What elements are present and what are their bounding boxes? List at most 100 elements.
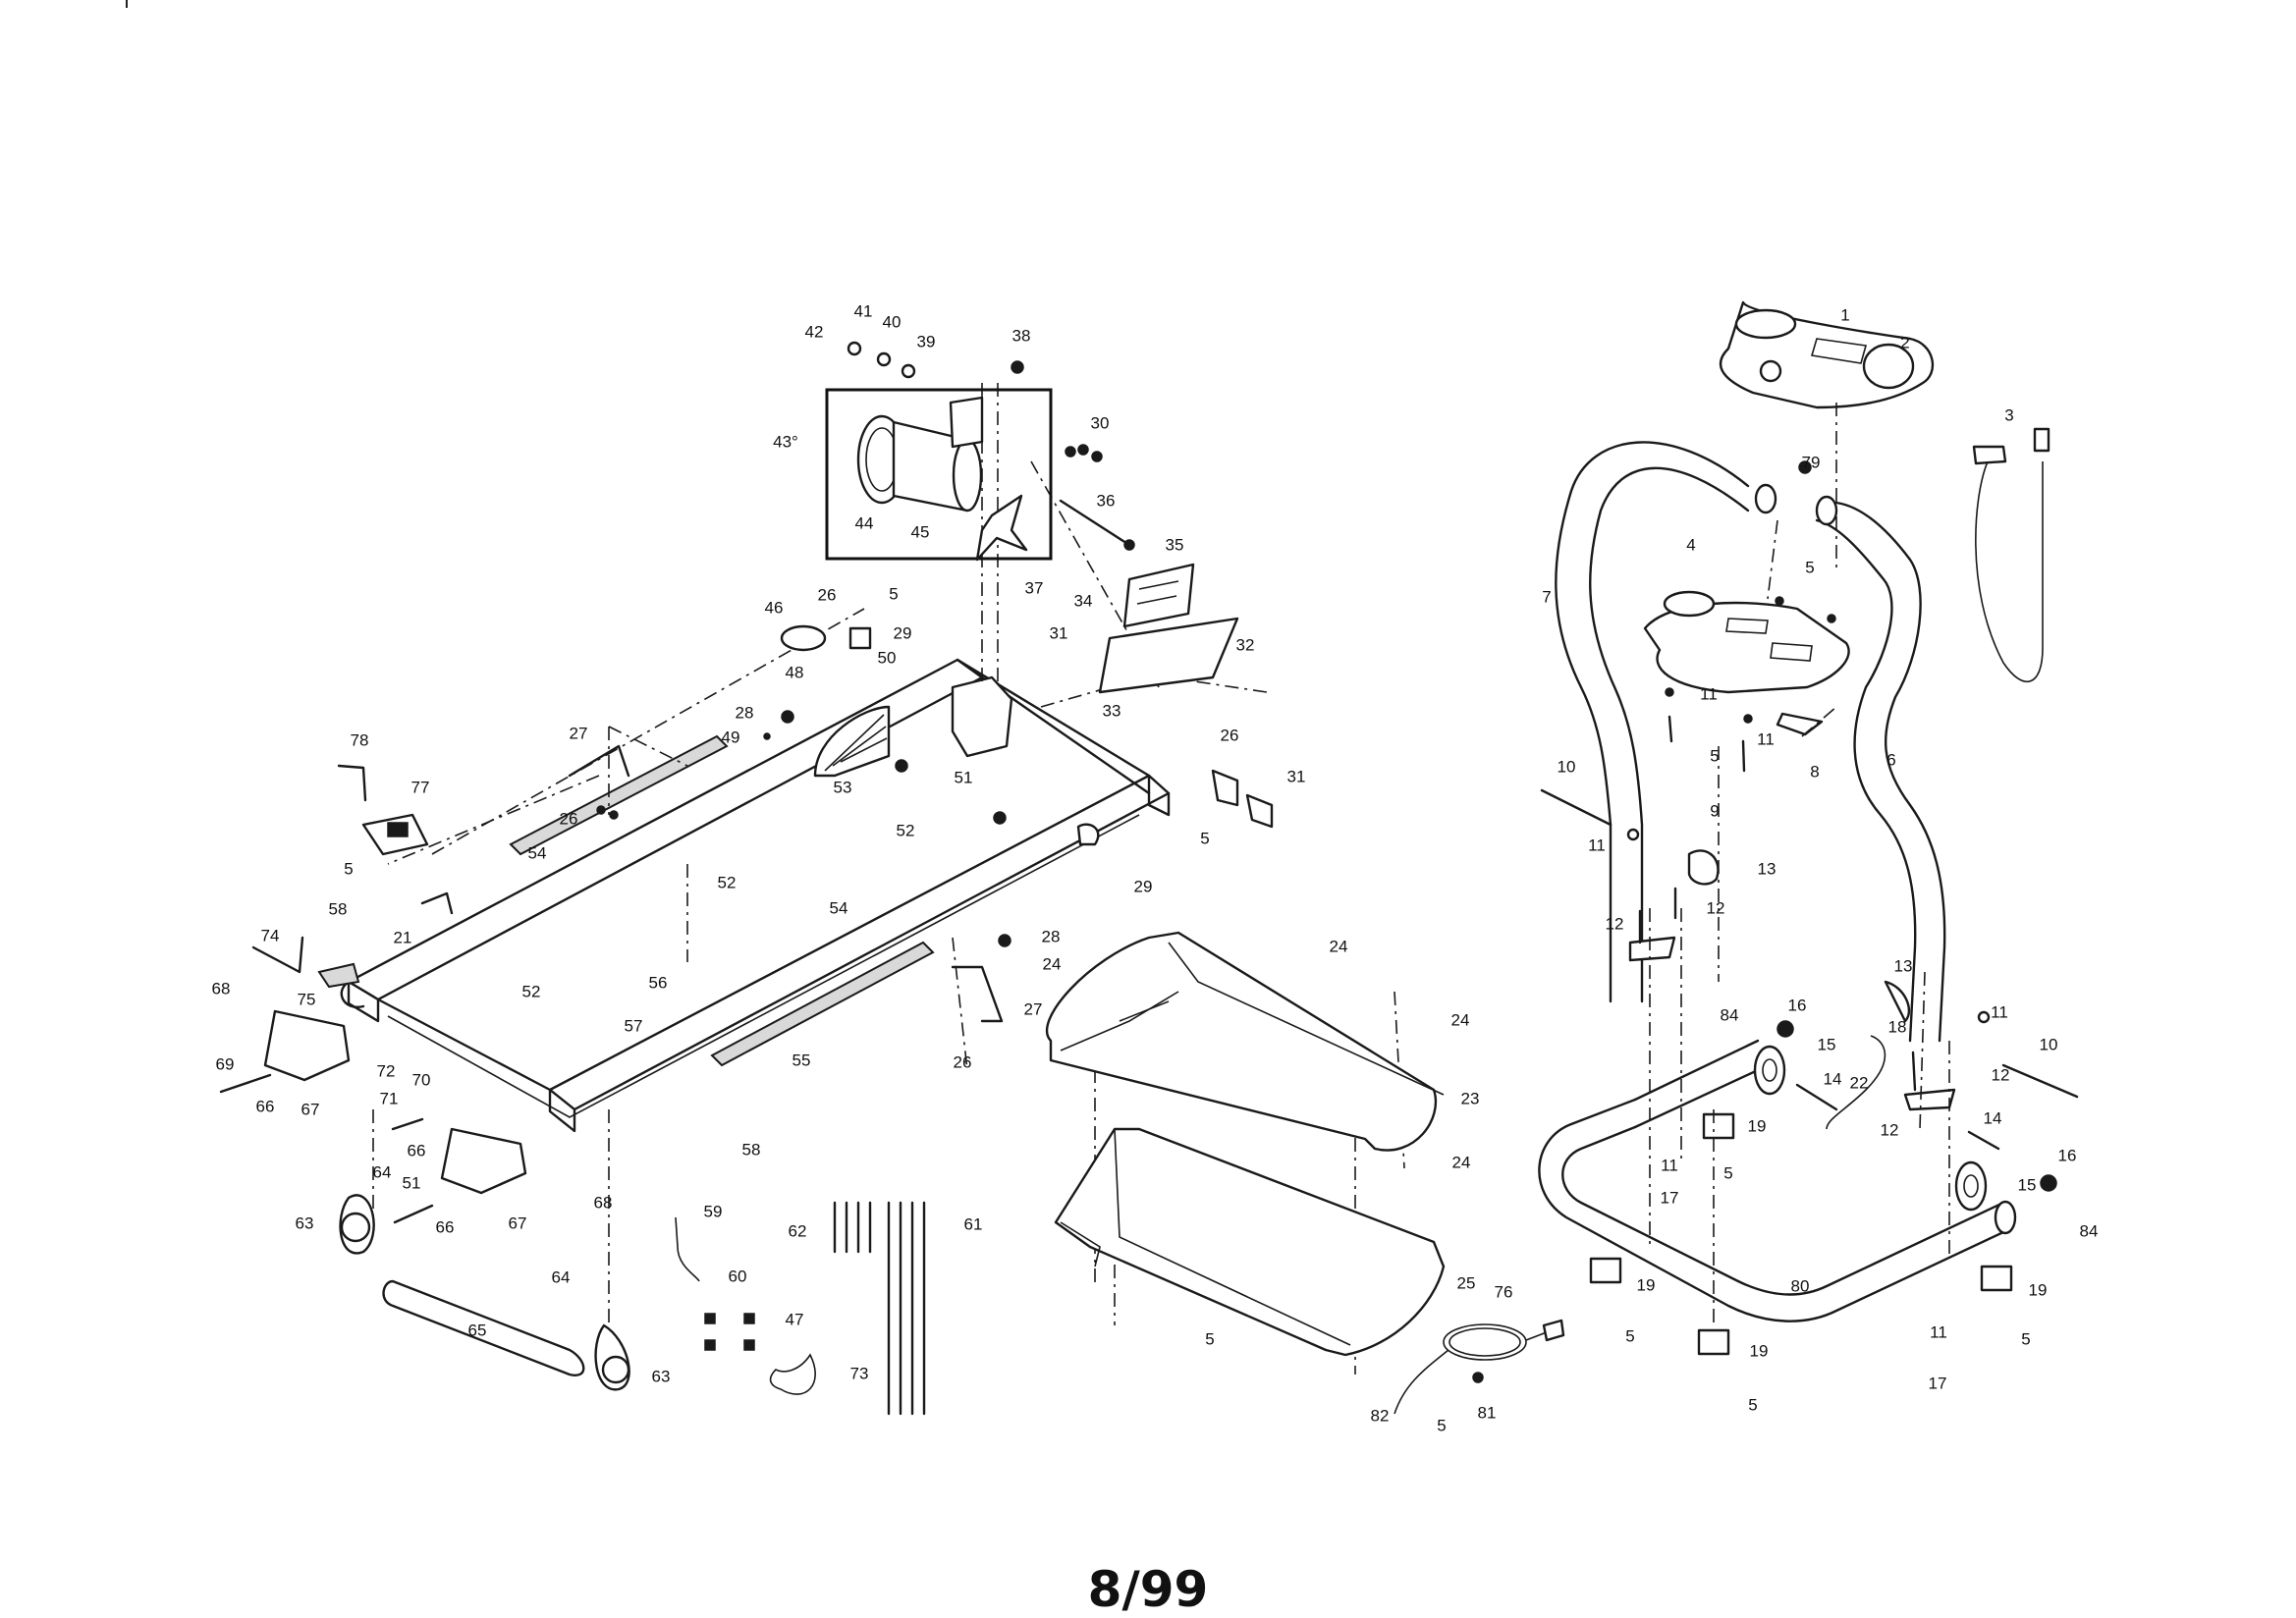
- callout-c16b: 16: [2058, 1146, 2077, 1164]
- callout-c70: 70: [412, 1070, 431, 1089]
- callout-c36: 36: [1097, 491, 1116, 510]
- callout-c64b: 64: [552, 1267, 571, 1286]
- callout-c55: 55: [793, 1051, 811, 1069]
- callout-c84b: 84: [2080, 1221, 2099, 1240]
- callout-c67b: 67: [509, 1214, 527, 1232]
- callout-c30: 30: [1091, 413, 1110, 432]
- hardware-right: [1540, 460, 2079, 1151]
- callout-c39: 39: [917, 332, 936, 351]
- callout-c81: 81: [1478, 1403, 1497, 1422]
- callout-c9: 9: [1710, 801, 1719, 820]
- callout-c1: 1: [1840, 305, 1849, 324]
- callout-c5b: 5: [1710, 746, 1719, 765]
- callout-c15b: 15: [2018, 1175, 2037, 1194]
- callout-c4: 4: [1686, 535, 1695, 554]
- callout-c48: 48: [786, 663, 804, 681]
- callout-c12d: 12: [1881, 1120, 1899, 1139]
- callout-c27b: 27: [1024, 999, 1043, 1018]
- callout-c5a: 5: [1805, 558, 1814, 576]
- callout-c13a: 13: [1758, 859, 1777, 878]
- callout-c29b: 29: [1134, 877, 1153, 895]
- callout-c49: 49: [722, 728, 740, 746]
- callout-c29a: 29: [894, 623, 912, 642]
- callout-c23: 23: [1461, 1089, 1480, 1107]
- callout-c19a: 19: [1748, 1116, 1767, 1135]
- callout-c75: 75: [298, 990, 316, 1008]
- callout-c52c: 52: [522, 982, 541, 1000]
- callout-c44: 44: [855, 513, 874, 532]
- callout-c50: 50: [878, 648, 897, 667]
- callout-c67a: 67: [301, 1100, 320, 1118]
- treadmill-frame: [340, 658, 1171, 1133]
- callout-c10b: 10: [2040, 1035, 2058, 1053]
- base-frame: [1538, 1039, 2017, 1322]
- callout-c5k: 5: [1437, 1416, 1446, 1434]
- callout-c62: 62: [789, 1221, 807, 1240]
- callout-c79: 79: [1802, 453, 1821, 471]
- callout-c64a: 64: [373, 1162, 392, 1181]
- callout-c26c: 26: [560, 809, 578, 828]
- callout-c37: 37: [1025, 578, 1044, 597]
- callout-c19d: 19: [1750, 1341, 1769, 1360]
- callout-c6: 6: [1886, 750, 1895, 769]
- wheels-feet: [1589, 849, 2057, 1356]
- callout-c25: 25: [1457, 1273, 1476, 1292]
- callout-c5g: 5: [1200, 829, 1209, 847]
- callout-c73: 73: [850, 1364, 869, 1382]
- callout-c11b: 11: [1757, 729, 1775, 748]
- callout-c42: 42: [805, 322, 824, 341]
- callout-c21: 21: [394, 928, 412, 946]
- callout-c54b: 54: [830, 898, 848, 917]
- controller-board: [1098, 563, 1239, 694]
- callout-c14a: 14: [1824, 1069, 1842, 1088]
- callout-c18: 18: [1888, 1017, 1907, 1036]
- callout-c68b: 68: [594, 1193, 613, 1212]
- callout-c22: 22: [1850, 1073, 1869, 1092]
- callout-c11a: 11: [1700, 684, 1718, 703]
- safety-key: [1972, 427, 2050, 682]
- callout-c26b: 26: [1221, 726, 1239, 744]
- console-base: [1643, 590, 1850, 694]
- callout-c28b: 28: [1042, 927, 1061, 945]
- callout-c13b: 13: [1894, 956, 1913, 975]
- callout-c16a: 16: [1788, 996, 1807, 1014]
- callout-c72: 72: [377, 1061, 396, 1080]
- wire-ties: [675, 1201, 926, 1416]
- callout-c38: 38: [1012, 326, 1031, 345]
- callout-c24a: 24: [1330, 937, 1348, 955]
- callout-c84a: 84: [1721, 1005, 1739, 1024]
- callout-c12a: 12: [1707, 898, 1725, 917]
- callout-c52a: 52: [897, 821, 915, 839]
- callout-c43: 43°: [773, 432, 798, 451]
- callout-c63a: 63: [296, 1214, 314, 1232]
- callout-c33: 33: [1103, 701, 1121, 720]
- right-upright: [1815, 495, 1946, 1043]
- callout-c17a: 17: [1661, 1188, 1679, 1207]
- callout-c57: 57: [625, 1016, 643, 1035]
- callout-c56: 56: [649, 973, 668, 992]
- callout-c59: 59: [704, 1202, 723, 1220]
- callout-c26d: 26: [954, 1052, 972, 1071]
- callout-c5f: 5: [2021, 1329, 2030, 1348]
- callout-c8: 8: [1810, 762, 1819, 781]
- callout-c69: 69: [216, 1054, 235, 1073]
- callout-c24c: 24: [1451, 1010, 1470, 1029]
- callout-c10a: 10: [1558, 757, 1576, 776]
- rear-roller-assembly: [219, 1009, 630, 1391]
- callout-c66c: 66: [436, 1217, 455, 1236]
- callout-c54a: 54: [528, 843, 547, 862]
- hardware-left: [568, 341, 1274, 1023]
- callout-c5c: 5: [1625, 1326, 1634, 1345]
- callout-c45: 45: [911, 522, 930, 541]
- callout-c17b: 17: [1929, 1374, 1947, 1392]
- callout-c63b: 63: [652, 1367, 671, 1385]
- callout-c3: 3: [2004, 405, 2013, 424]
- callout-c27a: 27: [570, 724, 588, 742]
- callout-c76: 76: [1495, 1282, 1513, 1301]
- callout-c66b: 66: [408, 1141, 426, 1160]
- callout-c11c: 11: [1588, 836, 1606, 854]
- callout-c5i: 5: [344, 859, 353, 878]
- left-upright: [1555, 441, 1777, 1003]
- callout-c5j: 5: [1205, 1329, 1214, 1348]
